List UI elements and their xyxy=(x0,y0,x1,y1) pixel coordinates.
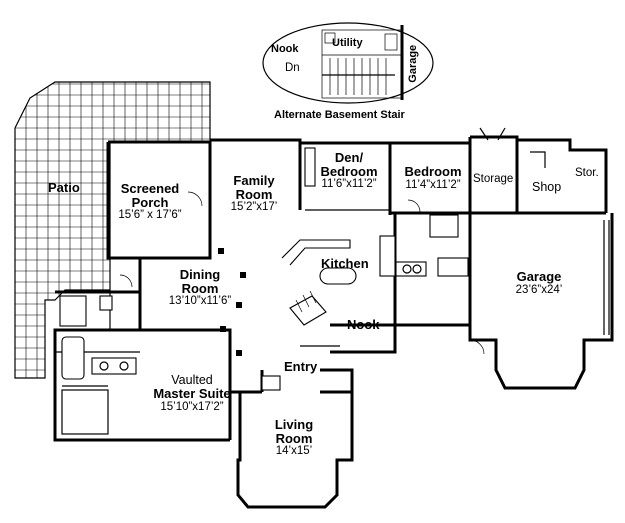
screened-porch-label: Screened Porch 15’6” x 17’6” xyxy=(114,182,186,221)
patio-label: Patio xyxy=(48,180,80,195)
family-room-label: Family Room 15’2”x17’ xyxy=(222,174,286,213)
garage-label: Garage 23’6”x24’ xyxy=(506,270,572,296)
family-room-dims: 15’2”x17’ xyxy=(230,201,278,214)
den-bedroom-label: Den/ Bedroom 11’6”x11’2” xyxy=(310,151,388,190)
inset-stair-treads xyxy=(322,58,395,95)
master-suite-label: Vaulted Master Suite 15’10”x17’2” xyxy=(146,373,238,413)
living-room-name-1: Living xyxy=(274,417,314,432)
family-room-name-2: Room xyxy=(235,186,273,202)
alternate-stair-inset xyxy=(262,22,434,104)
screened-porch-name-1: Screened xyxy=(120,181,180,196)
entry-label: Entry xyxy=(284,359,318,374)
den-bedroom-name-1: Den/ xyxy=(334,150,364,165)
dining-room-name-1: Dining xyxy=(179,267,221,282)
kitchen-label: Kitchen xyxy=(321,256,369,271)
living-room-dims: 14’x15’ xyxy=(275,445,313,458)
master-suite-name: Master Suite xyxy=(153,386,231,402)
dining-room-label: Dining Room 13’10”x11’6” xyxy=(160,268,240,307)
nook-label: Nook xyxy=(347,317,380,332)
living-room-name-2: Room xyxy=(275,430,313,446)
patio-grid xyxy=(15,82,210,378)
bedroom-dims: 11’4”x11’2” xyxy=(405,178,461,191)
walls xyxy=(53,135,614,509)
screened-porch-name-2: Porch xyxy=(131,194,169,210)
inset-oval xyxy=(262,22,434,104)
inset-dn-label: Dn xyxy=(285,62,300,74)
bedroom-label: Bedroom 11’4”x11’2” xyxy=(398,165,468,191)
stor-label: Stor. xyxy=(575,167,599,179)
garage-dims: 23’6”x24’ xyxy=(515,283,563,296)
den-bedroom-dims: 11’6”x11’2” xyxy=(321,178,377,191)
screened-porch-dims: 15’6” x 17’6” xyxy=(118,209,182,222)
master-suite-dims: 15’10”x17’2” xyxy=(160,400,224,413)
den-bedroom-name-2: Bedroom xyxy=(320,163,378,179)
storage-label: Storage xyxy=(473,173,514,185)
dining-room-name-2: Room xyxy=(181,280,219,296)
bedroom-name: Bedroom xyxy=(404,164,462,179)
patio-border xyxy=(14,81,211,379)
master-suite-prefix: Vaulted xyxy=(171,373,213,387)
inset-garage-label: Garage xyxy=(407,44,420,83)
inset-caption: Alternate Basement Stair xyxy=(274,109,405,121)
inset-nook-label: Nook xyxy=(271,43,299,55)
shop-label: Shop xyxy=(532,180,562,194)
living-room-label: Living Room 14’x15’ xyxy=(266,418,322,457)
family-room-name-1: Family xyxy=(233,173,275,188)
kitchen-island xyxy=(319,267,357,285)
dining-room-dims: 13’10”x11’6” xyxy=(168,295,232,308)
inset-utility-label: Utility xyxy=(332,37,363,49)
fixtures xyxy=(59,127,546,391)
garage-name: Garage xyxy=(516,269,562,284)
